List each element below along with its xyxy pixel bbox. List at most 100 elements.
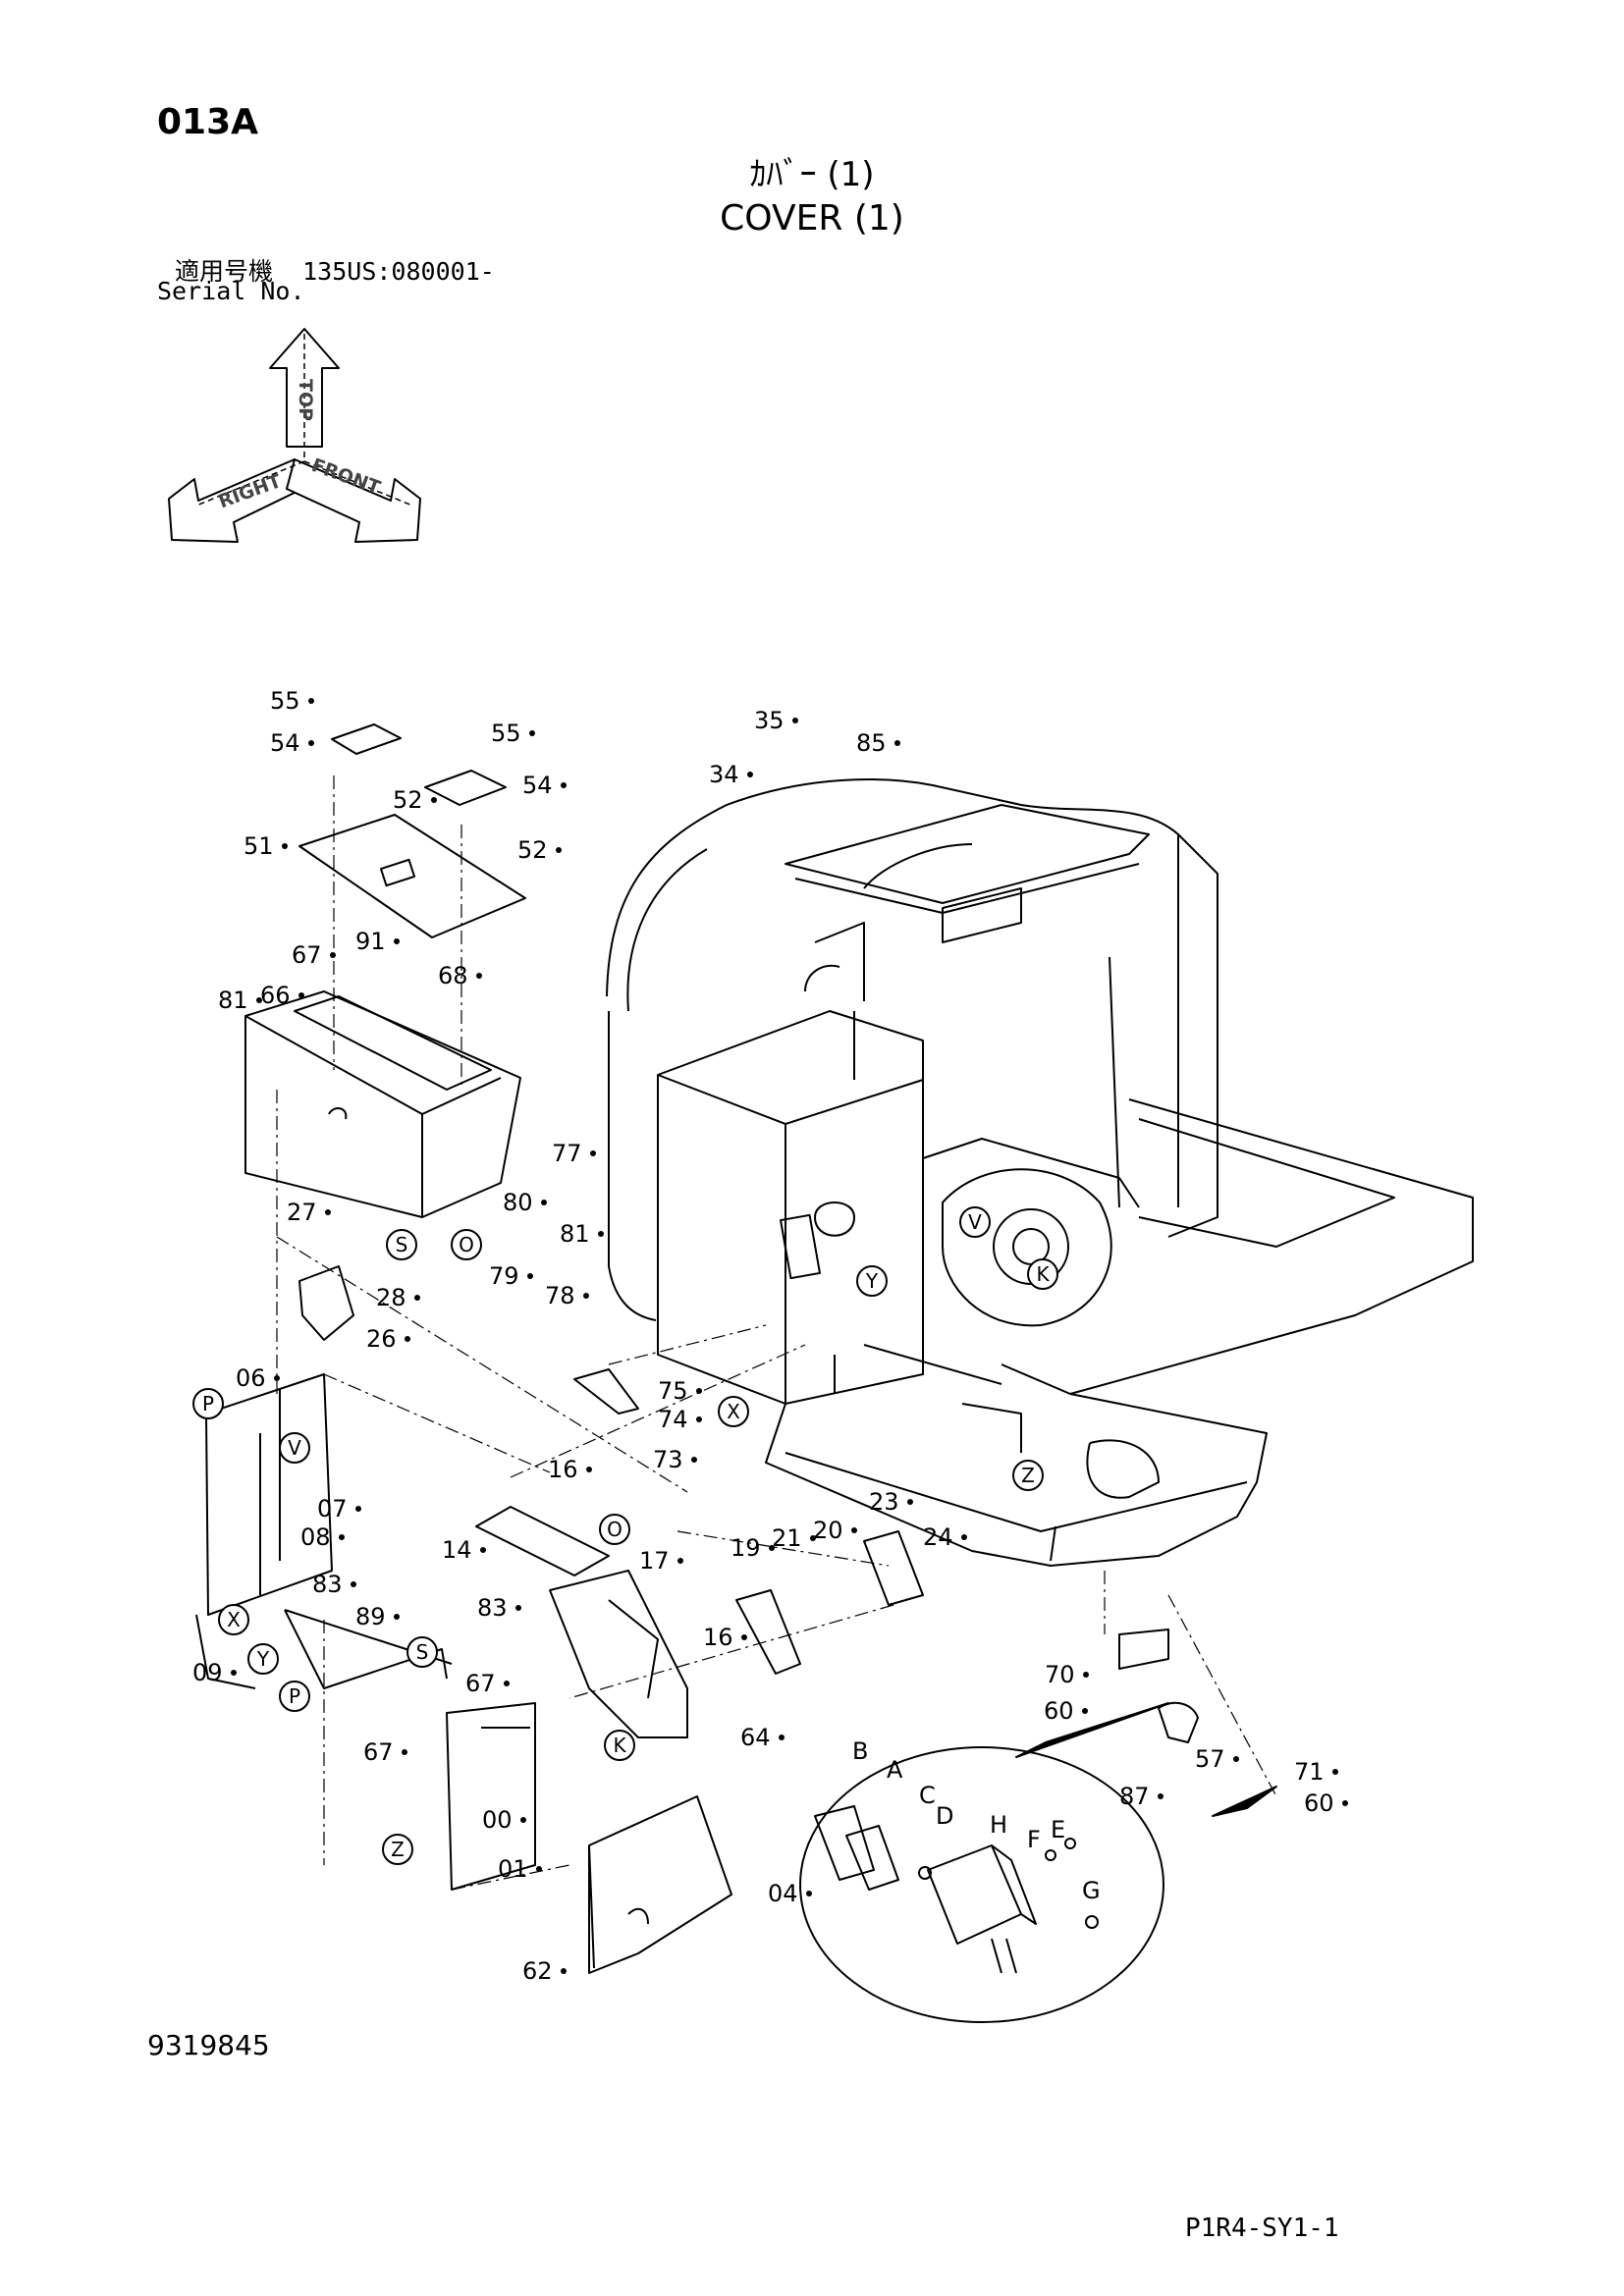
lamp-detail [814, 1805, 1099, 1974]
sub-part-letter: D [936, 1802, 953, 1830]
part-number-label: 51 [244, 832, 274, 860]
reference-circle [1012, 1460, 1044, 1491]
reference-letter: V [968, 1210, 982, 1234]
part-number-label: 85 [856, 729, 887, 757]
part-number-label: 21 [772, 1524, 802, 1552]
part-number-label: 81 [560, 1220, 590, 1248]
part-number-label: 28 [376, 1284, 406, 1311]
part-number-label: 80 [503, 1189, 533, 1216]
bolt-marker [851, 1527, 857, 1533]
bolt-marker [769, 1545, 775, 1551]
part-number-label: 14 [442, 1536, 472, 1564]
bolt-marker [810, 1535, 816, 1541]
part-number-label: 16 [703, 1624, 733, 1651]
bolt-marker [402, 1749, 407, 1755]
bolt-marker [907, 1499, 913, 1505]
bolt-marker [696, 1416, 702, 1422]
sub-part-letter: F [1027, 1826, 1041, 1853]
orientation-indicator [168, 328, 421, 543]
part-number-label: 52 [393, 786, 423, 814]
part-number-label: 83 [312, 1571, 343, 1598]
bolt-marker [529, 730, 535, 736]
page-reference: P1R4-SY1-1 [1185, 2214, 1339, 2243]
part-number-label: 81 [218, 987, 248, 1014]
sub-part-letter: H [990, 1811, 1007, 1839]
serial-label-japanese: 適用号機 [175, 257, 274, 286]
reference-circle [279, 1681, 310, 1712]
bolt-marker [598, 1231, 604, 1237]
part-number-label: 67 [465, 1670, 496, 1697]
bolt-marker [961, 1534, 967, 1540]
bolt-marker [590, 1150, 596, 1156]
bolt-marker [394, 1614, 400, 1620]
cover-plate-51 [298, 814, 526, 938]
bolt-marker [556, 847, 562, 853]
reference-letter: Y [256, 1647, 270, 1671]
part-number-label: 08 [300, 1523, 331, 1551]
bolt-marker [806, 1891, 812, 1896]
bolt-marker [677, 1558, 683, 1564]
part-number-label: 55 [491, 720, 521, 747]
part-number-label: 87 [1119, 1783, 1150, 1810]
bolt-marker [561, 1968, 567, 1974]
reference-circle [1027, 1258, 1058, 1290]
bolt-marker [330, 952, 336, 958]
part-number-label: 54 [270, 729, 300, 757]
reference-letter: P [202, 1392, 214, 1415]
bolt-marker [476, 973, 482, 979]
bolt-marker [696, 1388, 702, 1394]
bolt-marker [355, 1506, 361, 1512]
sub-part-letter: B [852, 1737, 868, 1765]
bolt-marker [1233, 1756, 1239, 1762]
reference-circle [959, 1206, 991, 1238]
reference-circle [218, 1604, 249, 1635]
bolt-marker [691, 1457, 697, 1463]
bolt-marker [561, 782, 567, 788]
document-number: 9319845 [147, 2029, 270, 2061]
part-number-label: 74 [658, 1406, 688, 1433]
reference-circle [599, 1514, 630, 1545]
bolt-marker [414, 1295, 420, 1301]
bolt-marker [274, 1375, 280, 1381]
reference-circle [386, 1229, 417, 1260]
bolt-marker [308, 740, 314, 746]
bolt-marker [1332, 1769, 1338, 1775]
part-number-label: 19 [731, 1534, 761, 1562]
part-number-label: 26 [366, 1325, 397, 1353]
bolt-marker [339, 1534, 345, 1540]
part-number-label: 20 [813, 1517, 843, 1544]
part-number-label: 70 [1045, 1661, 1075, 1688]
part-number-label: 66 [260, 982, 291, 1009]
part-number-label: 67 [292, 941, 322, 969]
reference-letter: V [288, 1436, 301, 1460]
part-number-label: 27 [287, 1199, 317, 1226]
reference-letter: Y [865, 1269, 879, 1293]
bolt-marker [520, 1817, 526, 1823]
bolt-marker [308, 698, 314, 704]
bolt-marker [586, 1467, 592, 1472]
part-number-label: 06 [236, 1364, 266, 1392]
reference-letter: Z [1021, 1464, 1035, 1487]
reference-circle [279, 1432, 310, 1464]
part-number-label: 91 [355, 928, 386, 955]
orientation-top-label: TOP [295, 379, 316, 421]
serial-value: 135US:080001- [302, 257, 495, 286]
bolt-marker [741, 1634, 747, 1640]
reference-letter: Z [391, 1838, 405, 1861]
bolt-marker [282, 843, 288, 849]
orientation-right-arrow [286, 458, 421, 543]
bolt-marker [541, 1200, 547, 1205]
part-number-label: 09 [192, 1659, 223, 1686]
assembly-lines [276, 775, 1277, 1891]
reference-circle [604, 1730, 635, 1761]
part-number-label: 54 [522, 772, 553, 799]
part-number-label: 57 [1195, 1745, 1225, 1773]
reference-letter: S [416, 1640, 429, 1664]
bolt-marker [298, 992, 304, 998]
bolt-marker [480, 1547, 486, 1553]
part-number-label: 24 [923, 1523, 953, 1551]
bolt-marker [394, 938, 400, 944]
part-number-label: 83 [477, 1594, 508, 1622]
